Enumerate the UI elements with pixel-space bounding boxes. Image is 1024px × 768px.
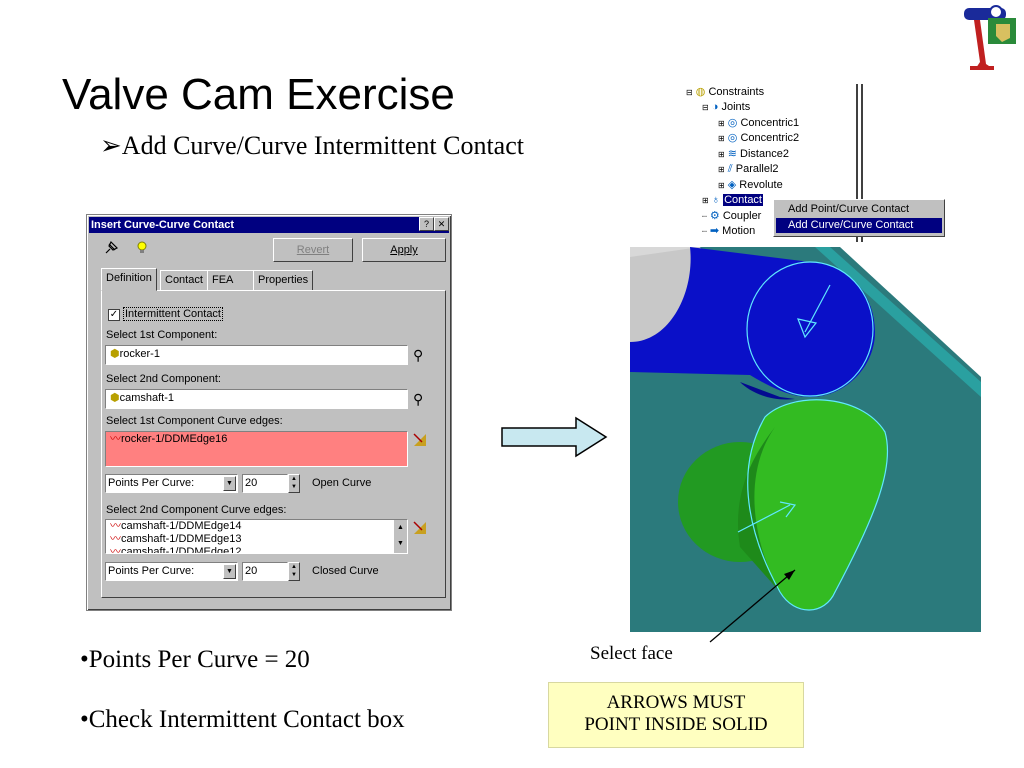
edges-2-label: Select 2nd Component Curve edges: (106, 504, 287, 516)
part-icon: ⬢ (110, 392, 120, 404)
tree-item-distance2[interactable]: ⊞ ≋ Distance2 (718, 148, 789, 160)
concentric-icon: ◎ (727, 132, 738, 144)
edge-item[interactable]: 〰camshaft-1/DDMEdge14 (110, 520, 242, 532)
coupler-icon: ⚙ (709, 210, 720, 222)
tree-item-concentric2[interactable]: ⊞ ◎ Concentric2 (718, 132, 800, 144)
points-1-input[interactable]: 20 (242, 474, 288, 493)
curve-type-1: Open Curve (312, 477, 372, 489)
revolute-icon: ◈ (727, 179, 737, 191)
points-2-spinner[interactable]: ▲▼ (288, 562, 300, 581)
close-button[interactable]: ✕ (434, 217, 449, 231)
curve-edge-icon: 〰 (110, 546, 121, 554)
component-1-field[interactable]: ⬢rocker-1 (105, 345, 408, 365)
points-2-input[interactable]: 20 (242, 562, 288, 581)
tree-item-constraints[interactable]: ⊟ ◍ Constraints (686, 86, 765, 98)
select-1st-component-label: Select 1st Component: (106, 329, 218, 341)
edge-select-icon[interactable] (412, 520, 428, 536)
bullet-check-intermittent: •Check Intermittent Contact box (80, 706, 405, 733)
intermittent-contact-checkbox[interactable]: ✓ (108, 309, 120, 321)
note-line-2: POINT INSIDE SOLID (584, 714, 768, 735)
intermittent-contact-label: Intermittent Contact (123, 307, 223, 321)
curve-edge-icon: 〰 (110, 533, 121, 545)
context-menu: Add Point/Curve Contact Add Curve/Curve … (773, 199, 945, 237)
definition-panel (101, 290, 446, 598)
part-icon: ⬢ (110, 348, 120, 360)
menu-add-point-curve-contact[interactable]: Add Point/Curve Contact (788, 203, 910, 215)
component-1-value: rocker-1 (119, 348, 160, 360)
lightbulb-icon[interactable] (135, 240, 149, 256)
arrow-bullet-icon: ➢ (100, 131, 122, 160)
points-mode-1-select[interactable]: Points Per Curve: ▼ (105, 474, 238, 493)
curve-type-2: Closed Curve (312, 565, 379, 577)
component-2-value: camshaft-1 (119, 392, 175, 404)
points-mode-2-value: Points Per Curve: (108, 565, 195, 577)
callout-select-face: Select face (590, 643, 673, 664)
points-mode-1-value: Points Per Curve: (108, 477, 195, 489)
distance-icon: ≋ (727, 148, 737, 160)
select-pin-icon[interactable]: ⚲ (413, 391, 424, 407)
help-button[interactable]: ? (419, 217, 434, 231)
subtitle-text: Add Curve/Curve Intermittent Contact (121, 131, 524, 160)
tree-item-parallel2[interactable]: ⊞ ⫽ Parallel2 (718, 163, 779, 175)
menu-add-curve-curve-contact[interactable]: Add Curve/Curve Contact (776, 218, 942, 233)
concentric-icon: ◎ (727, 117, 738, 129)
tree-item-contact[interactable]: ⊞ ♁ Contact (702, 194, 763, 206)
curve-edge-icon: 〰 (110, 520, 121, 532)
tree-item-revolute[interactable]: ⊞ ◈ Revolute (718, 179, 783, 191)
edge-item: rocker-1/DDMEdge16 (121, 433, 228, 445)
edges-1-label: Select 1st Component Curve edges: (106, 415, 283, 427)
edges-1-list[interactable]: 〰rocker-1/DDMEdge16 (105, 431, 408, 467)
slide-subtitle: ➢Add Curve/Curve Intermittent Contact (100, 131, 524, 161)
right-arrow-icon (501, 416, 608, 458)
contact-icon: ♁ (711, 194, 721, 206)
edge-item[interactable]: 〰camshaft-1/DDMEdge13 (110, 533, 242, 545)
curve-edge-icon: 〰 (110, 433, 121, 445)
points-1-spinner[interactable]: ▲▼ (288, 474, 300, 493)
parallel-icon: ⫽ (727, 163, 733, 175)
tab-properties[interactable]: Properties (253, 270, 314, 291)
motion-icon: ➡ (709, 225, 720, 237)
points-mode-2-select[interactable]: Points Per Curve: ▼ (105, 562, 238, 581)
callout-arrow (709, 569, 796, 643)
arrows-note-box: ARROWS MUST POINT INSIDE SOLID (548, 682, 804, 748)
tree-item-motion[interactable]: ┈ ➡ Motion (702, 225, 756, 237)
component-2-field[interactable]: ⬢camshaft-1 (105, 389, 408, 409)
dropdown-arrow-icon[interactable]: ▼ (223, 564, 236, 579)
edge-item[interactable]: 〰camshaft-1/DDMEdge12 (110, 546, 407, 554)
dropdown-arrow-icon[interactable]: ▼ (223, 476, 236, 491)
tree-item-coupler[interactable]: ┈ ⚙ Coupler (702, 210, 762, 222)
dialog-title: Insert Curve-Curve Contact (89, 217, 449, 233)
logo-icon (964, 5, 1016, 70)
select-pin-icon[interactable]: ⚲ (413, 347, 424, 363)
revert-button[interactable]: Revert (273, 238, 353, 262)
pin-icon[interactable] (103, 240, 119, 256)
joints-icon: ◑ (711, 101, 719, 113)
tree-item-joints[interactable]: ⊟ ◑ Joints (702, 101, 751, 113)
edge-select-icon[interactable] (412, 432, 428, 448)
bullet-points-per-curve: •Points Per Curve = 20 (80, 646, 310, 673)
tab-contact[interactable]: Contact (160, 270, 208, 291)
tree-item-concentric1[interactable]: ⊞ ◎ Concentric1 (718, 117, 800, 129)
constraints-icon: ◍ (695, 86, 706, 98)
cad-3d-view (630, 247, 981, 632)
apply-button[interactable]: Apply (362, 238, 446, 262)
tab-fea[interactable]: FEA (207, 270, 255, 291)
list-scrollbar[interactable]: ▲▼ (394, 520, 407, 553)
select-2nd-component-label: Select 2nd Component: (106, 373, 221, 385)
edges-2-list[interactable]: 〰camshaft-1/DDMEdge14 〰camshaft-1/DDMEdg… (105, 519, 408, 554)
tab-definition[interactable]: Definition (101, 268, 157, 291)
note-line-1: ARROWS MUST (606, 692, 746, 713)
slide-title: Valve Cam Exercise (62, 70, 455, 119)
